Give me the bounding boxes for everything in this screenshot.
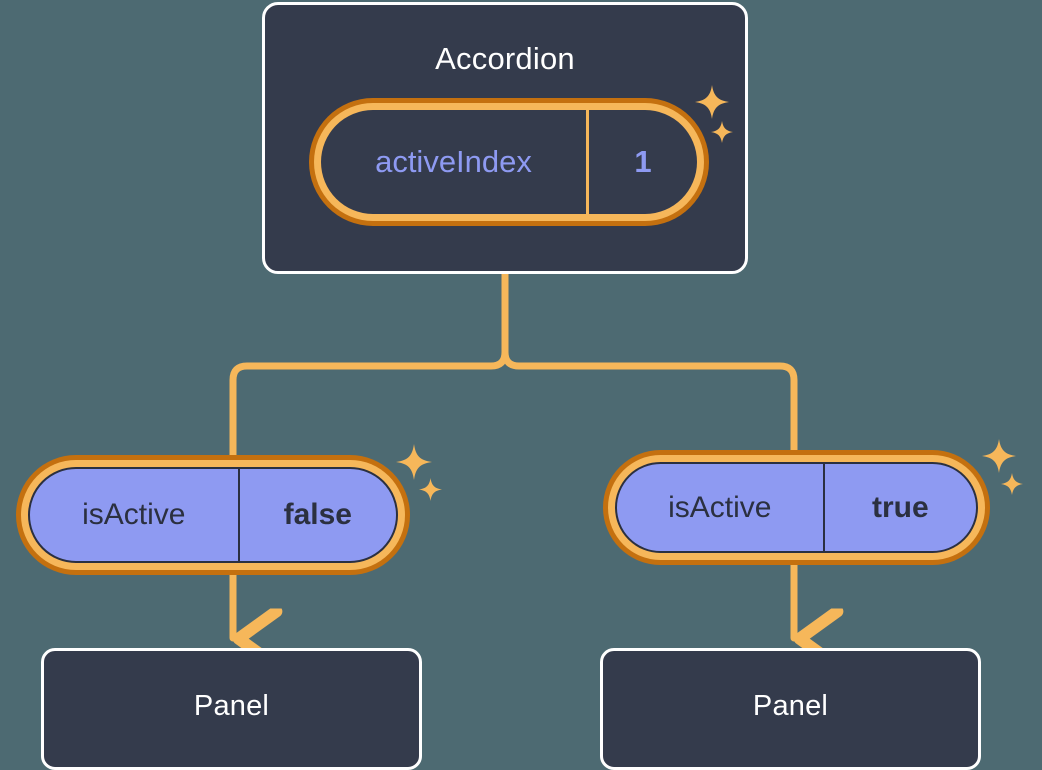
component-box-panel-left[interactable]: Panel — [41, 648, 422, 770]
state-pill-body: isActive true — [615, 462, 978, 553]
wire-root-to-left-state — [229, 270, 509, 460]
sparkle-four-point-small-icon — [418, 477, 443, 502]
state-pill-is-active-false[interactable]: isActive false — [16, 455, 410, 575]
state-pill-key: isActive — [30, 469, 240, 561]
state-pill-key: isActive — [617, 464, 825, 551]
state-pill-is-active-true[interactable]: isActive true — [603, 450, 990, 565]
component-title-panel-right: Panel — [752, 690, 829, 722]
state-pill-outer-ring: activeIndex 1 — [309, 98, 709, 226]
state-pill-value: 1 — [634, 144, 652, 179]
state-pill-inner-ring: activeIndex 1 — [314, 103, 704, 221]
state-pill-inner-ring: isActive false — [21, 460, 405, 570]
state-pill-value: true — [871, 490, 929, 524]
state-pill-key: activeIndex — [321, 110, 589, 214]
state-pill-active-index[interactable]: activeIndex 1 — [309, 98, 709, 226]
component-box-panel-right[interactable]: Panel — [600, 648, 981, 770]
state-pill-body: isActive false — [28, 467, 398, 563]
state-pill-value: false — [283, 498, 352, 531]
wire-root-to-right-state — [501, 270, 798, 456]
component-title-accordion: Accordion — [435, 41, 575, 76]
state-pill-outer-ring: isActive true — [603, 450, 990, 565]
component-title-panel-left: Panel — [193, 690, 270, 722]
state-pill-outer-ring: isActive false — [16, 455, 410, 575]
sparkle-four-point-small-icon — [1000, 472, 1024, 496]
state-pill-body: activeIndex 1 — [321, 110, 697, 214]
state-pill-inner-ring: isActive true — [608, 455, 985, 560]
